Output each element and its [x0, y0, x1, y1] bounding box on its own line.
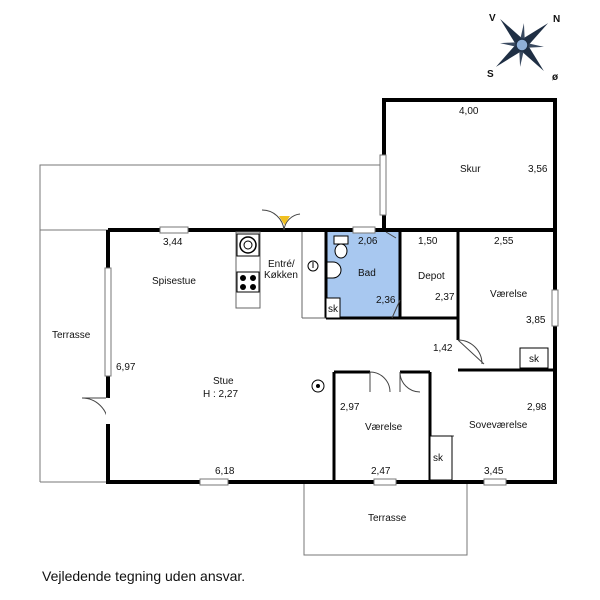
terrace-left-outline [39, 164, 384, 483]
dim-vaer-mid-h: 2,97 [340, 402, 360, 413]
dim-bad-h: 2,36 [376, 295, 396, 306]
bath-sink-icon [326, 261, 342, 279]
dim-vaer-right-w: 2,55 [494, 236, 514, 247]
room-spisestue: Spisestue [152, 276, 196, 287]
room-stue-height: H : 2,27 [203, 389, 238, 400]
dim-depot-w: 1,50 [418, 236, 438, 247]
room-vaerelse-right: Værelse [490, 289, 528, 300]
outer-walls [106, 98, 557, 484]
stove-icon [236, 271, 260, 293]
dim-stue-h: 6,97 [116, 362, 136, 373]
room-entre-line1: Entré/ [268, 259, 295, 270]
cabinet-sk-right: sk [529, 354, 540, 365]
compass-west: V [489, 13, 496, 24]
cabinet-sk-sove: sk [433, 453, 444, 464]
kitchen-sink-icon [307, 260, 319, 272]
disclaimer: Vejledende tegning uden ansvar. [42, 568, 246, 584]
compass-north: N [553, 14, 560, 25]
room-skur: Skur [460, 164, 481, 175]
cabinet-box-bad [325, 297, 341, 319]
compass-south: S [487, 69, 494, 80]
room-stue: Stue [213, 376, 234, 387]
room-vaerelse-mid: Værelse [365, 422, 403, 433]
room-depot: Depot [418, 271, 445, 282]
doors [81, 209, 485, 437]
dim-vaer-mid-w: 2,47 [371, 466, 391, 477]
dim-sove-w: 3,45 [484, 466, 504, 477]
dim-skur-w: 4,00 [459, 106, 479, 117]
stue-stove-icon [311, 379, 325, 393]
room-entre-line2: Køkken [264, 270, 298, 281]
dim-stue-w: 6,18 [215, 466, 235, 477]
entry-door-marker [279, 216, 290, 225]
toilet-icon [333, 235, 349, 259]
room-terrasse-bottom: Terrasse [368, 513, 407, 524]
cabinet-sk-bad: sk [328, 304, 339, 315]
room-bad: Bad [358, 268, 376, 279]
compass-rose-icon [495, 18, 549, 72]
dim-vaer-right-h: 3,85 [526, 315, 546, 326]
dim-hall-w: 1,42 [433, 343, 453, 354]
room-sovevaerelse: Soveværelse [469, 420, 528, 431]
dim-skur-h: 3,56 [528, 164, 548, 175]
dim-sove-h: 2,98 [527, 402, 547, 413]
cabinet-box-right [519, 347, 549, 369]
fan-icon [236, 233, 260, 257]
cabinet-box-sove [429, 435, 453, 481]
room-terrasse-left: Terrasse [52, 330, 91, 341]
compass-east: ø [552, 72, 559, 83]
windows [104, 154, 559, 486]
dim-depot-h: 2,37 [435, 292, 455, 303]
kitchen-counter [235, 231, 326, 319]
dim-spise-w: 3,44 [163, 237, 183, 248]
terrace-bottom-outline [303, 483, 468, 556]
dim-bad-w: 2,06 [358, 236, 378, 247]
